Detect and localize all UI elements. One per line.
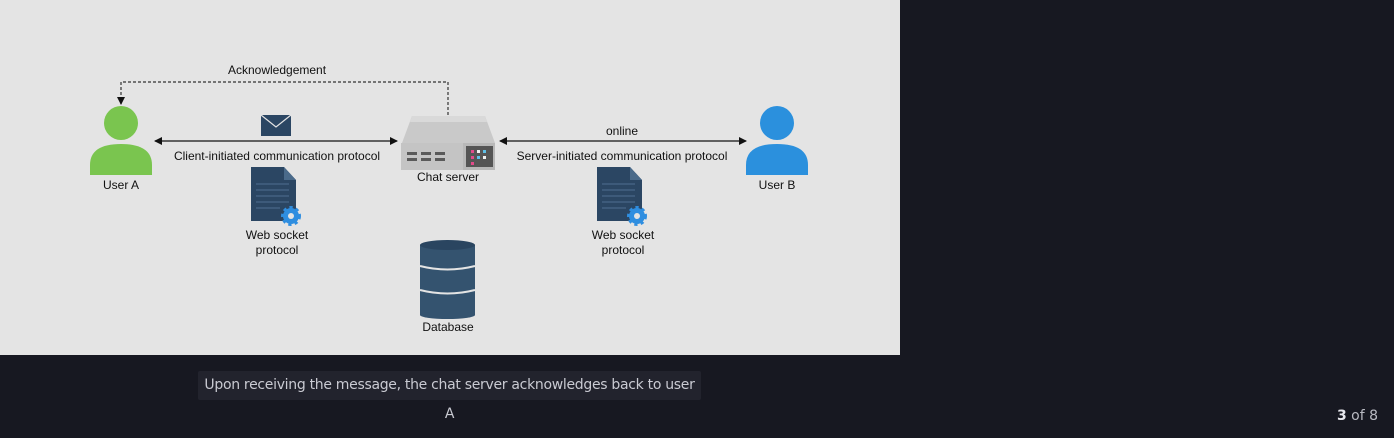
user-a-icon [90, 106, 152, 175]
database-icon [419, 240, 476, 319]
web-socket-document-icon-right [597, 167, 642, 221]
chat-server-label: Chat server [416, 170, 480, 184]
slide-caption: Upon receiving the message, the chat ser… [198, 371, 701, 422]
acknowledgement-label: Acknowledgement [228, 63, 327, 77]
pager-current: 3 [1336, 408, 1347, 424]
web-socket-right-line2: protocol [601, 243, 645, 257]
web-socket-left-line2: protocol [255, 243, 299, 257]
user-b-label: User B [758, 178, 796, 192]
online-label: online [605, 124, 639, 138]
web-socket-document-icon-left [251, 167, 296, 221]
web-socket-right-line1: Web socket [591, 228, 655, 242]
web-socket-left-line1: Web socket [245, 228, 309, 242]
user-a-label: User A [102, 178, 140, 192]
gear-icon-left [281, 206, 301, 226]
diagram-canvas: Acknowledgement User A User B Client-ini… [0, 0, 900, 355]
diagram-svg [90, 81, 808, 319]
server-protocol-label: Server-initiated communication protocol [516, 149, 728, 163]
client-protocol-label: Client-initiated communication protocol [173, 149, 381, 163]
pager-total: of 8 [1351, 408, 1378, 424]
server-icon [401, 116, 495, 170]
acknowledgement-arrow [117, 81, 449, 115]
user-b-icon [746, 106, 808, 175]
envelope-icon [260, 114, 292, 136]
database-label: Database [422, 320, 474, 334]
slide-pager: 3 of 8 [1337, 408, 1378, 424]
gear-icon-right [627, 206, 647, 226]
